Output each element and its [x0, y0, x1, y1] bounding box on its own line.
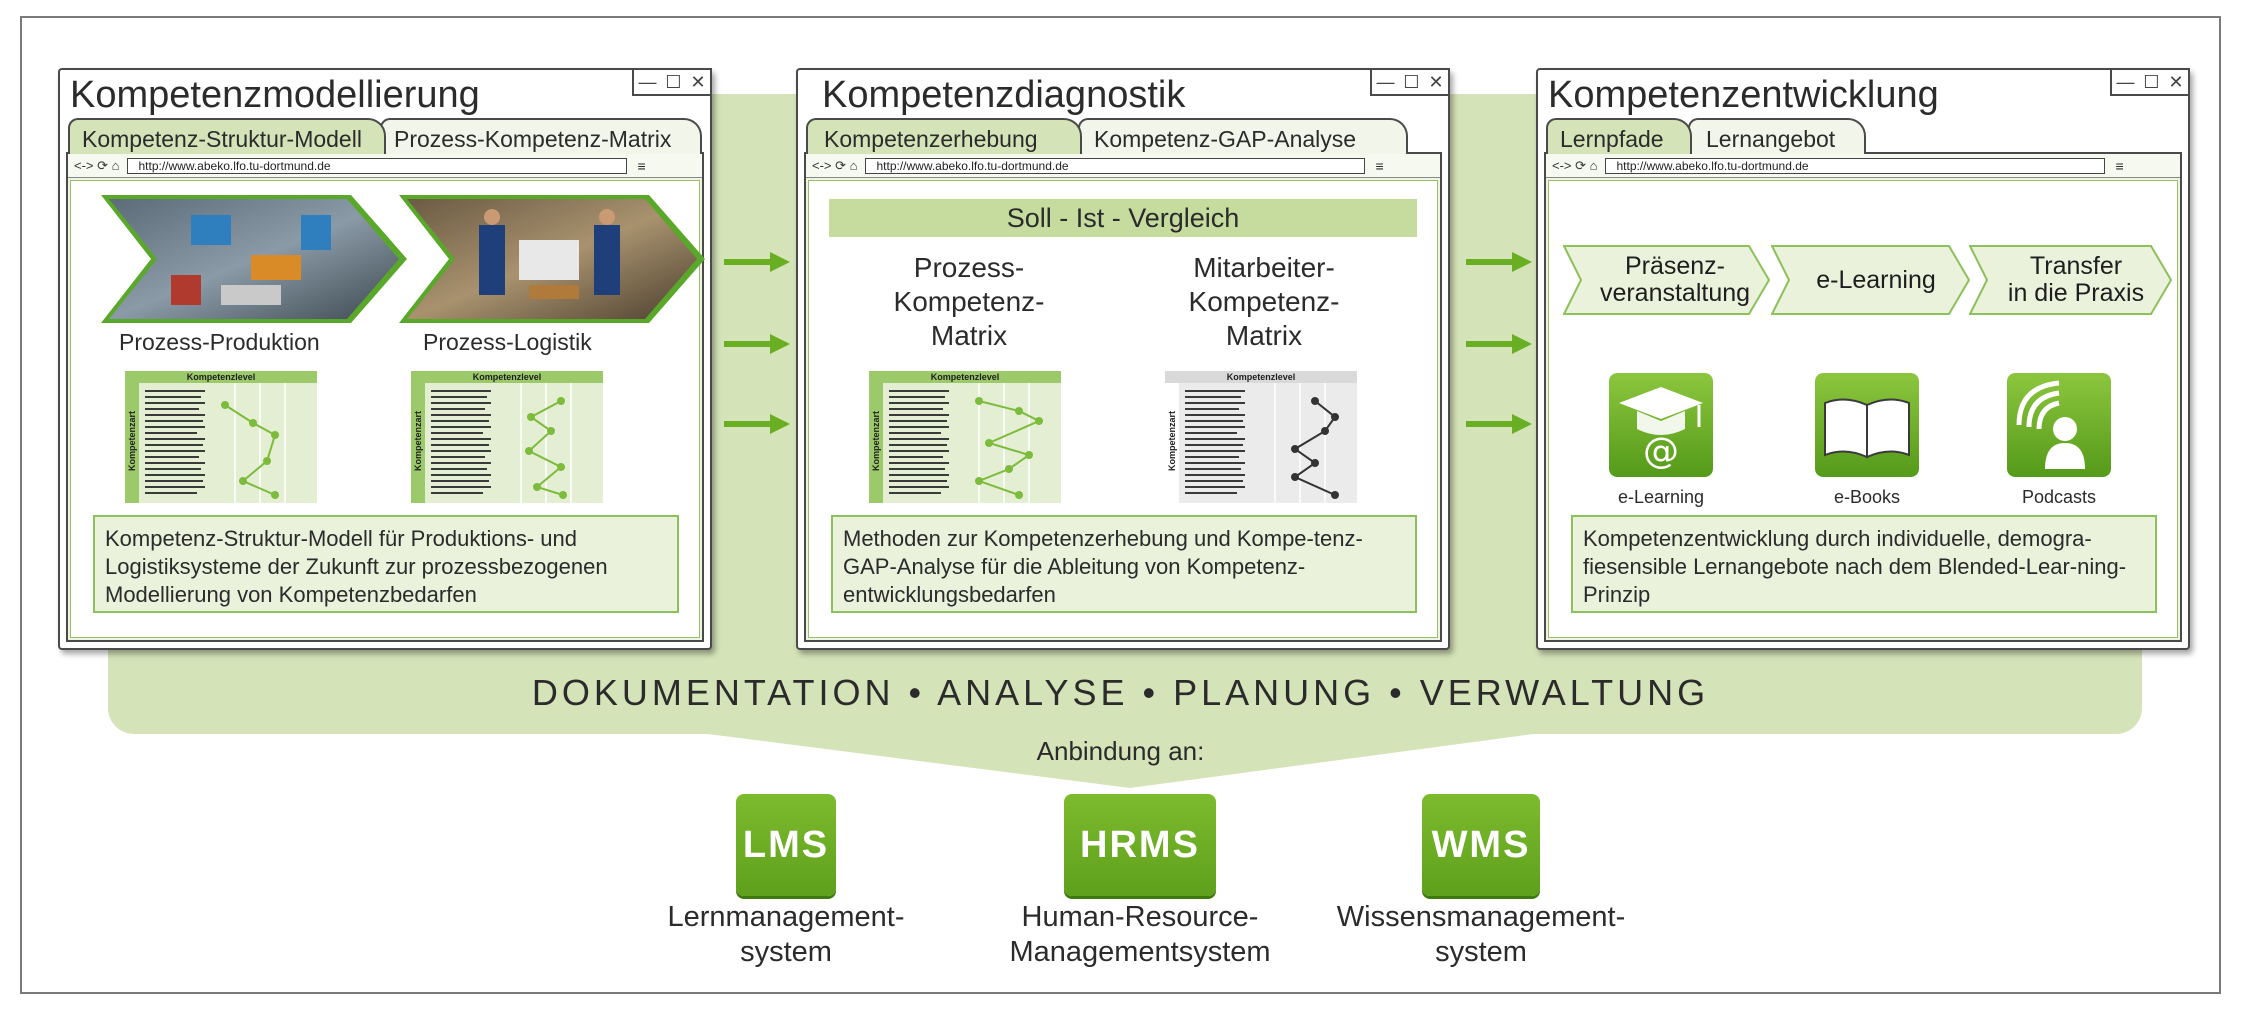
step-praesenzveranstaltung: Präsenz- veranstaltung — [1563, 245, 1771, 315]
mitarbeiter-kompetenz-matrix-thumbnail: Kompetenzlevel Kompetenzart — [1165, 371, 1357, 503]
production-photo-chevron — [101, 195, 407, 323]
matrix-header: Kompetenzlevel — [1227, 372, 1296, 382]
url-bar: <-> ⟳ ⌂ http://www.abeko.lfo.tu-dortmund… — [1546, 154, 2180, 178]
logistics-photo-chevron — [399, 195, 705, 323]
step-e-learning: e-Learning — [1771, 245, 1971, 315]
step-chevron-shape — [1563, 245, 1771, 315]
soll-ist-vergleich-banner: Soll - Ist - Vergleich — [829, 199, 1417, 237]
description-box: Kompetenzentwicklung durch individuelle,… — [1571, 515, 2157, 613]
step-label: Transfer in die Praxis — [2007, 252, 2145, 307]
wms-label: Wissensmanagement- system — [1336, 901, 1626, 968]
tab-kompetenz-struktur-modell[interactable]: Kompetenz-Struktur-Modell — [68, 118, 386, 154]
label-prozess-logistik: Prozess-Logistik — [423, 329, 592, 355]
minimize-icon[interactable]: — — [2116, 71, 2135, 92]
footer-title: DOKUMENTATION • ANALYSE • PLANUNG • VERW… — [531, 672, 1710, 713]
matrix-side-label: Kompetenzart — [127, 411, 137, 471]
window-kompetenzmodellierung: Kompetenzmodellierung — ☐ ✕ Kompetenz-St… — [58, 68, 712, 650]
page-content: Soll - Ist - Vergleich Prozess- Kompeten… — [808, 180, 1438, 638]
maximize-icon[interactable]: ☐ — [665, 71, 682, 92]
url-bar: <-> ⟳ ⌂ http://www.abeko.lfo.tu-dortmund… — [806, 154, 1440, 178]
menu-icon[interactable]: ≡ — [637, 157, 646, 174]
window-title: Kompetenzdiagnostik — [822, 74, 1186, 116]
hrms-label: Human-Resource- Managementsystem — [1009, 901, 1271, 968]
tab-lernpfade[interactable]: Lernpfade — [1546, 118, 1692, 154]
arrow-right-icon — [1466, 252, 1532, 272]
tab-bar: Lernpfade Lernangebot — [1546, 118, 2186, 154]
anbindung-label: Anbindung an: — [1036, 736, 1205, 766]
url-field[interactable]: http://www.abeko.lfo.tu-dortmund.de — [865, 157, 1366, 174]
close-icon[interactable]: ✕ — [2168, 71, 2184, 92]
tab-lernangebot[interactable]: Lernangebot — [1688, 118, 1866, 154]
matrix-side-label: Kompetenzart — [1167, 411, 1177, 471]
browser-viewport: <-> ⟳ ⌂ http://www.abeko.lfo.tu-dortmund… — [804, 152, 1442, 642]
arrow-right-icon — [724, 252, 790, 272]
close-icon[interactable]: ✕ — [690, 71, 706, 92]
tab-bar: Kompetenzerhebung Kompetenz-GAP-Analyse — [806, 118, 1446, 154]
arrow-right-icon — [724, 334, 790, 354]
media-label-e-books: e-Books — [1833, 487, 1901, 507]
navigation-icons[interactable]: <-> ⟳ ⌂ — [812, 157, 858, 173]
matrix-header: Kompetenzlevel — [931, 372, 1000, 382]
matrix-side-label: Kompetenzart — [413, 411, 423, 471]
menu-icon[interactable]: ≡ — [1375, 157, 1384, 174]
tab-prozess-kompetenz-matrix[interactable]: Prozess-Kompetenz-Matrix — [380, 118, 702, 154]
matrix-header: Kompetenzlevel — [187, 372, 256, 382]
close-icon[interactable]: ✕ — [1428, 71, 1444, 92]
step-chevron-shape — [1771, 245, 1971, 315]
description-box: Kompetenz-Struktur-Modell für Produktion… — [93, 515, 679, 613]
arrow-right-icon — [1466, 334, 1532, 354]
window-controls: — ☐ ✕ — [1370, 68, 1450, 96]
minimize-icon[interactable]: — — [638, 71, 657, 92]
arrow-right-icon — [1466, 414, 1532, 434]
step-transfer-in-die-praxis: Transfer in die Praxis — [1969, 245, 2173, 315]
prozess-kompetenz-matrix-title: Prozess- Kompetenz- Matrix — [893, 252, 1045, 351]
window-title: Kompetenzentwicklung — [1548, 74, 1939, 116]
tab-kompetenzerhebung[interactable]: Kompetenzerhebung — [806, 118, 1082, 154]
lms-badge[interactable]: LMS — [736, 794, 836, 896]
step-label: Präsenz- veranstaltung — [1599, 252, 1751, 307]
process-competence-matrix-thumbnail: Kompetenzlevel Kompetenzart — [125, 371, 317, 503]
media-label-e-learning: e-Learning — [1617, 487, 1705, 507]
page-content: Präsenz- veranstaltung e-Learning Transf… — [1548, 180, 2178, 638]
logistics-competence-matrix-thumbnail: Kompetenzlevel Kompetenzart — [411, 371, 603, 503]
graduation-cap-at-icon[interactable]: @ — [1609, 373, 1713, 477]
menu-icon[interactable]: ≡ — [2115, 157, 2124, 174]
navigation-icons[interactable]: <-> ⟳ ⌂ — [74, 157, 120, 173]
tab-kompetenz-gap-analyse[interactable]: Kompetenz-GAP-Analyse — [1078, 118, 1408, 154]
label-prozess-produktion: Prozess-Produktion — [119, 329, 320, 355]
maximize-icon[interactable]: ☐ — [1403, 71, 1420, 92]
window-controls: — ☐ ✕ — [632, 68, 712, 96]
matrix-header: Kompetenzlevel — [473, 372, 542, 382]
hrms-badge[interactable]: HRMS — [1064, 794, 1216, 896]
podcast-person-icon[interactable] — [2007, 373, 2111, 477]
lms-label: Lernmanagement- system — [667, 901, 905, 968]
mitarbeiter-kompetenz-matrix-title: Mitarbeiter- Kompetenz- Matrix — [1188, 252, 1340, 351]
browser-viewport: <-> ⟳ ⌂ http://www.abeko.lfo.tu-dortmund… — [66, 152, 705, 642]
wms-badge[interactable]: WMS — [1422, 794, 1540, 896]
url-field[interactable]: http://www.abeko.lfo.tu-dortmund.de — [1605, 157, 2106, 174]
matrix-side-label: Kompetenzart — [871, 411, 881, 471]
description-box: Methoden zur Kompetenzerhebung und Kompe… — [831, 515, 1417, 613]
window-kompetenzdiagnostik: Kompetenzdiagnostik — ☐ ✕ Kompetenzerheb… — [796, 68, 1450, 650]
window-kompetenzentwicklung: Kompetenzentwicklung — ☐ ✕ Lernpfade Ler… — [1536, 68, 2190, 650]
maximize-icon[interactable]: ☐ — [2143, 71, 2160, 92]
window-controls: — ☐ ✕ — [2110, 68, 2190, 96]
step-chevron-shape — [1969, 245, 2173, 315]
tab-bar: Kompetenz-Struktur-Modell Prozess-Kompet… — [68, 118, 708, 154]
svg-text:@: @ — [1643, 431, 1679, 472]
url-field[interactable]: http://www.abeko.lfo.tu-dortmund.de — [127, 157, 628, 174]
minimize-icon[interactable]: — — [1376, 71, 1395, 92]
url-bar: <-> ⟳ ⌂ http://www.abeko.lfo.tu-dortmund… — [68, 154, 702, 178]
browser-viewport: <-> ⟳ ⌂ http://www.abeko.lfo.tu-dortmund… — [1544, 152, 2182, 642]
arrow-right-icon — [724, 414, 790, 434]
page-content: Prozess-Produktion Prozess-Logistik Komp… — [70, 180, 705, 638]
navigation-icons[interactable]: <-> ⟳ ⌂ — [1552, 157, 1598, 173]
window-title: Kompetenzmodellierung — [70, 74, 480, 116]
open-book-icon[interactable] — [1815, 373, 1919, 477]
prozess-kompetenz-matrix-thumbnail: Kompetenzlevel Kompetenzart — [869, 371, 1061, 503]
step-label: e-Learning — [1816, 265, 1936, 294]
media-label-podcasts: Podcasts — [2021, 487, 2097, 507]
